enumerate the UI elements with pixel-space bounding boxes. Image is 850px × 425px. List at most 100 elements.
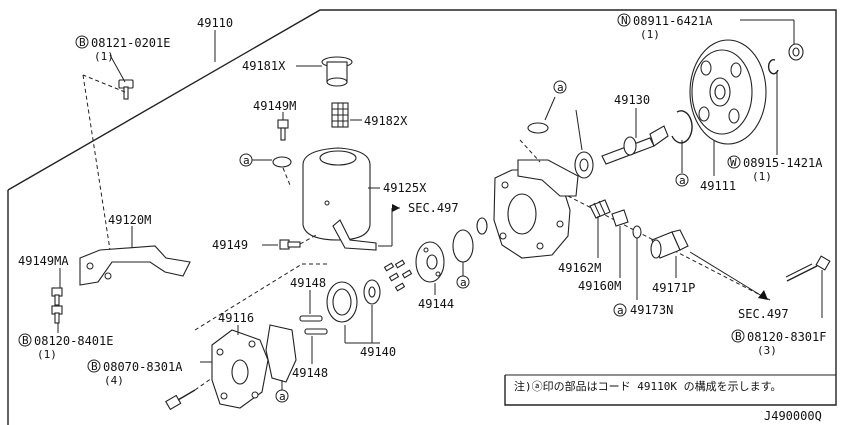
svg-text:08915-1421A: 08915-1421A xyxy=(743,156,823,170)
marker-a-ring: a xyxy=(239,153,253,167)
svg-text:W: W xyxy=(730,156,737,169)
dash-bolt-to-bracket xyxy=(82,74,126,93)
cam-ring-icon xyxy=(326,281,358,323)
svg-text:a: a xyxy=(679,174,686,187)
connector-49162M-icon xyxy=(589,199,611,219)
dash-pump-top xyxy=(519,139,541,163)
strainer-icon xyxy=(331,102,349,128)
svg-text:08121-0201E: 08121-0201E xyxy=(91,36,170,50)
label-sec-top: SEC.497 xyxy=(408,201,459,215)
marker-a-gasket: a xyxy=(275,389,289,403)
pin-upper-icon xyxy=(299,315,323,322)
svg-text:B: B xyxy=(91,360,98,373)
snap-ring-icon xyxy=(671,110,693,144)
svg-text:(3): (3) xyxy=(757,344,777,357)
assembly-boundary xyxy=(7,9,837,406)
marker-a-oring: a xyxy=(456,275,470,289)
callout-08121-0201E: B 08121-0201E (1) xyxy=(75,35,170,63)
svg-text:B: B xyxy=(79,36,86,49)
svg-text:08120-8301F: 08120-8301F xyxy=(747,330,826,344)
small-seal-icon xyxy=(632,225,642,239)
svg-text:08911-6421A: 08911-6421A xyxy=(633,14,713,28)
label-49140: 49140 xyxy=(360,345,396,359)
label-49149M: 49149M xyxy=(253,99,296,113)
union-to-sec xyxy=(689,251,763,297)
svg-text:(1): (1) xyxy=(94,50,114,63)
reservoir-cap-icon xyxy=(321,56,353,87)
svg-text:a: a xyxy=(279,390,286,403)
svg-text:a: a xyxy=(460,276,467,289)
rotor-icon xyxy=(363,279,381,305)
svg-text:a: a xyxy=(617,304,624,317)
svg-text:B: B xyxy=(22,334,29,347)
label-49116: 49116 xyxy=(218,311,254,325)
vanes-icon xyxy=(383,259,413,292)
svg-text:(1): (1) xyxy=(640,28,660,41)
label-49144: 49144 xyxy=(418,297,454,311)
label-49182X: 49182X xyxy=(364,114,408,128)
diagram-id: J490000Q xyxy=(764,409,822,423)
marker-a-49173N: a xyxy=(613,303,627,317)
leader-seal-top xyxy=(544,96,556,121)
label-49110: 49110 xyxy=(197,16,233,30)
dash-bracket-vertical xyxy=(82,74,111,251)
svg-text:08120-8401E: 08120-8401E xyxy=(34,334,113,348)
pin-lower-icon xyxy=(304,328,328,335)
connector-49160M-icon xyxy=(611,209,629,227)
svg-text:(4): (4) xyxy=(104,374,124,387)
bracket-icon xyxy=(79,245,191,286)
svg-text:a: a xyxy=(557,81,564,94)
callout-08120-8401E: B 08120-8401E (1) xyxy=(18,333,113,361)
dash-bolt-bottom xyxy=(194,377,213,391)
label-49171P: 49171P xyxy=(652,281,695,295)
screw-49149M-icon xyxy=(277,119,289,141)
label-49130: 49130 xyxy=(614,93,650,107)
bolt-bottom-left-icon xyxy=(165,389,196,411)
small-oring-icon xyxy=(476,217,488,235)
washer-icon xyxy=(767,59,779,75)
marker-a-seal-top: a xyxy=(553,80,567,94)
label-49149: 49149 xyxy=(212,238,248,252)
rear-cover-icon xyxy=(211,329,269,409)
large-oring-icon xyxy=(452,229,474,263)
leader-08121 xyxy=(109,54,126,83)
arrow-sec-bottom xyxy=(758,290,768,300)
leader-oil-seal xyxy=(575,109,583,151)
callout-08120-8301F: B 08120-8301F (3) xyxy=(731,329,826,357)
svg-text:B: B xyxy=(735,330,742,343)
pressure-plate-icon xyxy=(415,241,445,283)
svg-text:N: N xyxy=(621,14,628,27)
svg-text:08070-8301A: 08070-8301A xyxy=(103,360,183,374)
svg-text:a: a xyxy=(243,154,250,167)
oring-icon xyxy=(272,156,292,168)
callout-08911-6421A: N 08911-6421A (1) xyxy=(617,13,713,41)
drive-shaft-icon xyxy=(601,125,669,165)
long-bolt-icon xyxy=(785,255,831,282)
seal-top-icon xyxy=(527,122,549,134)
label-49162M: 49162M xyxy=(558,261,601,275)
union-fitting-icon xyxy=(650,229,689,259)
marker-a-snap-ring: a xyxy=(675,173,689,187)
bolt-08120-8401E-icon xyxy=(51,305,63,324)
nut-icon xyxy=(788,43,804,61)
legend-note: 注)ⓐ印の部品はコード 49110K の構成を示します。 xyxy=(514,379,782,393)
screw-49149-icon xyxy=(279,239,301,250)
label-49148-lower: 49148 xyxy=(292,366,328,380)
reservoir-tank-icon xyxy=(302,147,377,251)
callout-08070-8301A: B 08070-8301A (4) xyxy=(87,359,183,387)
label-49111: 49111 xyxy=(700,179,736,193)
label-49160M: 49160M xyxy=(578,279,621,293)
label-49173N: 49173N xyxy=(630,303,673,317)
label-49148-upper: 49148 xyxy=(290,276,326,290)
dash-ring xyxy=(282,167,291,186)
label-49120M: 49120M xyxy=(108,213,151,227)
dash-screw-49149 xyxy=(299,233,319,245)
svg-text:(1): (1) xyxy=(752,170,772,183)
label-49149MA: 49149MA xyxy=(18,254,69,268)
oil-seal-icon xyxy=(574,151,594,179)
callout-08915-1421A: W 08915-1421A (1) xyxy=(727,155,823,183)
pump-body-icon xyxy=(493,159,579,259)
label-49125X: 49125X xyxy=(383,181,427,195)
